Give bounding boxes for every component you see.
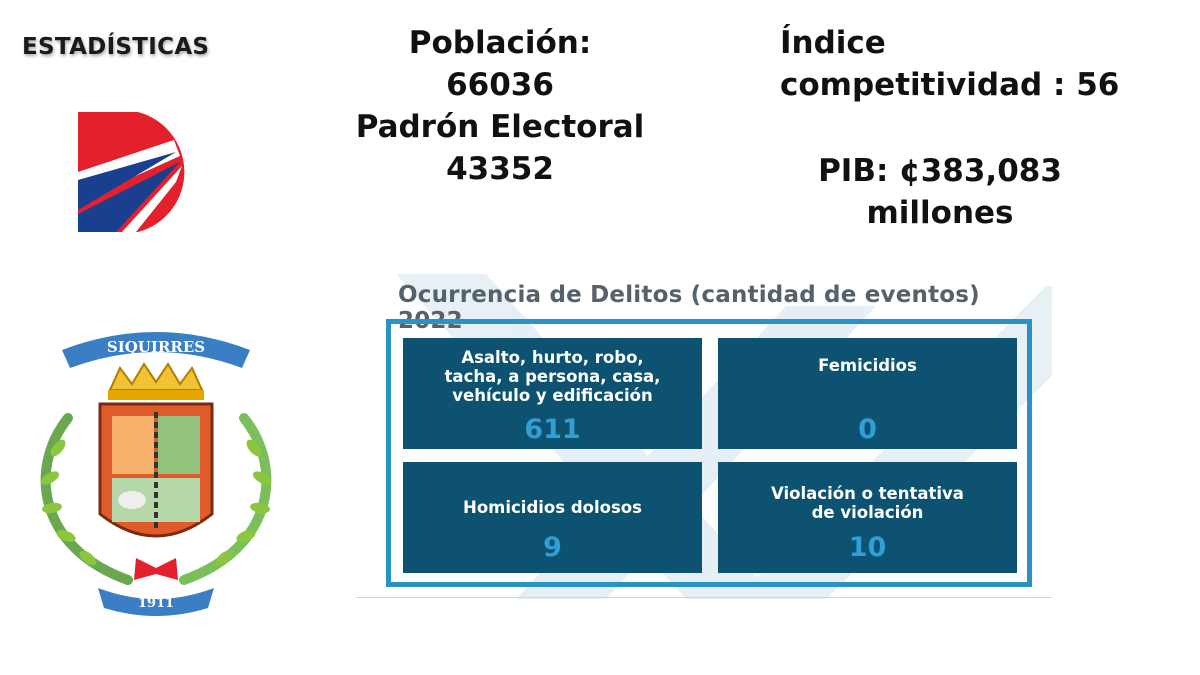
- pib-value: PIB: ¢383,083: [818, 153, 1062, 189]
- pib-unit: millones: [866, 195, 1014, 231]
- population-label: Población:: [408, 25, 592, 61]
- population-block: Población: 66036 Padrón Electoral 43352: [345, 22, 655, 190]
- electoral-value: 43352: [446, 151, 554, 187]
- tile-value: 0: [858, 414, 877, 445]
- panel-divider: [356, 597, 1052, 598]
- tile-rape: Violación o tentativa de violación 10: [718, 462, 1017, 573]
- tile-label: Violación o tentativa de violación: [771, 484, 964, 522]
- section-title: ESTADÍSTICAS: [22, 34, 210, 60]
- coat-of-arms-icon: SIQUIRRES 1911: [40, 332, 272, 616]
- tile-label: Femicidios: [818, 356, 917, 375]
- population-value: 66036: [446, 67, 554, 103]
- tiles-frame: Asalto, hurto, robo, tacha, a persona, c…: [386, 319, 1032, 587]
- tile-label: Homicidios dolosos: [463, 498, 642, 517]
- index-label: Índice: [780, 25, 886, 61]
- index-value: competitividad : 56: [780, 67, 1120, 103]
- electoral-label: Padrón Electoral: [355, 109, 645, 145]
- crime-panel: Ocurrencia de Delitos (cantidad de event…: [356, 266, 1052, 599]
- year-text: 1911: [138, 596, 174, 611]
- tile-value: 611: [524, 414, 581, 445]
- tile-femicides: Femicidios 0: [718, 338, 1017, 449]
- banner-text: SIQUIRRES: [107, 338, 205, 356]
- competitiveness-block: Índice competitividad : 56: [780, 22, 1180, 106]
- tile-homicides: Homicidios dolosos 9: [403, 462, 702, 573]
- tile-robbery: Asalto, hurto, robo, tacha, a persona, c…: [403, 338, 702, 449]
- tile-value: 10: [848, 532, 887, 563]
- pib-block: PIB: ¢383,083 millones: [780, 150, 1100, 234]
- d-logo-icon: [78, 112, 185, 232]
- tile-label: Asalto, hurto, robo, tacha, a persona, c…: [444, 348, 661, 405]
- tile-value: 9: [543, 532, 562, 563]
